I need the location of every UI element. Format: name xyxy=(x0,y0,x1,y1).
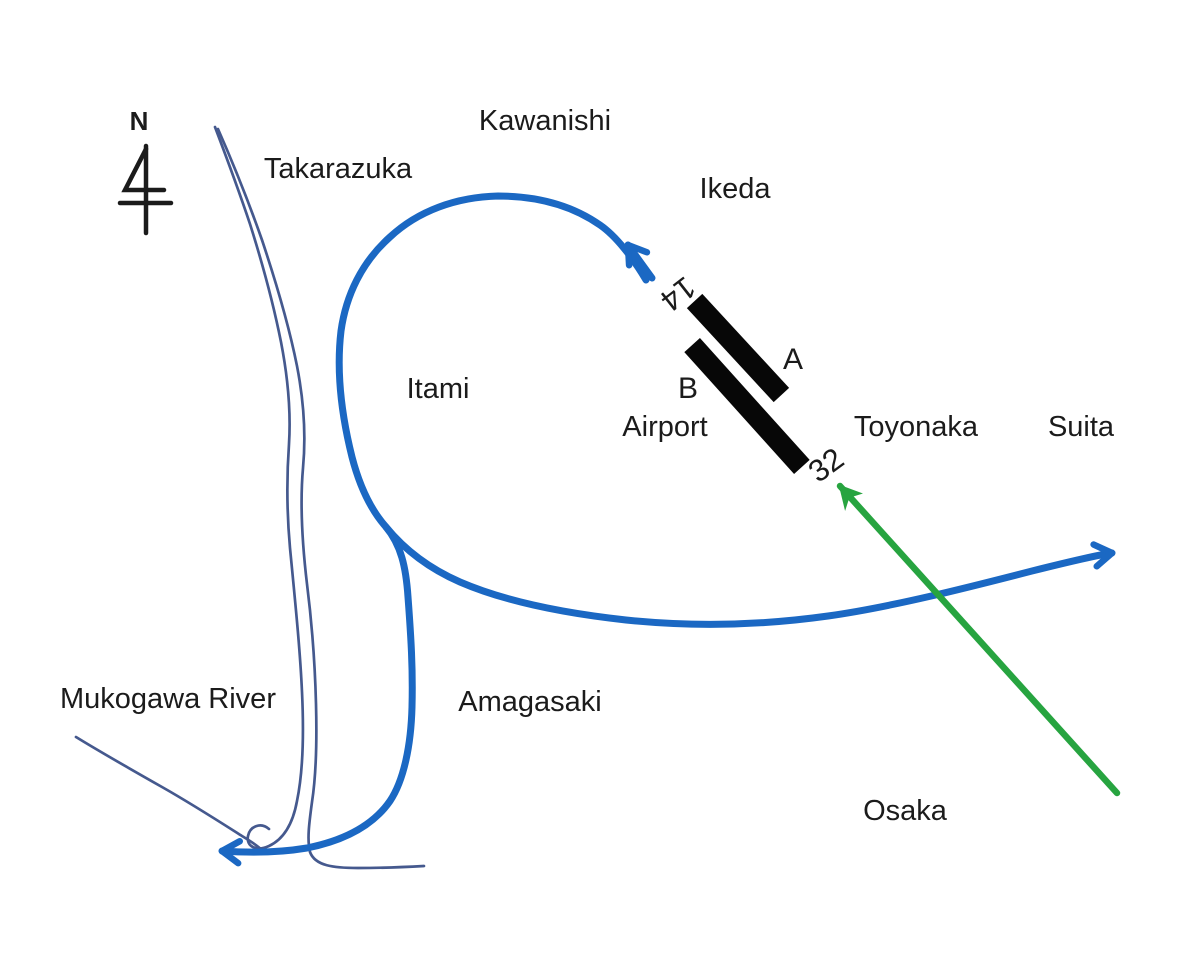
mukogawa-river-east-strand xyxy=(216,127,426,870)
runway-end-32-label: 32 xyxy=(802,441,850,490)
mukogawa-river-tributary xyxy=(74,735,265,853)
label-osaka: Osaka xyxy=(863,795,948,827)
runway-a-bar xyxy=(686,293,790,403)
north-arrow-symbol xyxy=(117,143,174,236)
label-amagasaki: Amagasaki xyxy=(458,686,601,718)
runway-a-label: A xyxy=(783,343,803,376)
departure-loop-route xyxy=(218,192,650,867)
label-takarazuka: Takarazuka xyxy=(264,153,413,185)
route-group xyxy=(218,192,1116,867)
approach-arrow xyxy=(836,482,1121,797)
label-kawanishi: Kawanishi xyxy=(479,105,611,137)
river-group xyxy=(74,125,426,870)
runway-b-bar xyxy=(684,338,810,474)
label-suita: Suita xyxy=(1048,411,1115,443)
label-ikeda: Ikeda xyxy=(700,173,772,205)
label-toyonaka: Toyonaka xyxy=(854,411,979,443)
route-start-arrow xyxy=(624,241,656,282)
runways-group xyxy=(684,293,810,474)
labels-group: N Kawanishi Takarazuka Ikeda Itami Airpo… xyxy=(60,105,1115,827)
runway-b-label: B xyxy=(678,372,698,405)
north-label: N xyxy=(130,106,149,136)
label-itami: Itami xyxy=(407,373,470,405)
mukogawa-river-west-strand xyxy=(213,125,305,850)
label-mukogawa-river: Mukogawa River xyxy=(60,683,276,715)
eastbound-route-branch xyxy=(382,523,1116,628)
label-airport: Airport xyxy=(622,411,707,443)
